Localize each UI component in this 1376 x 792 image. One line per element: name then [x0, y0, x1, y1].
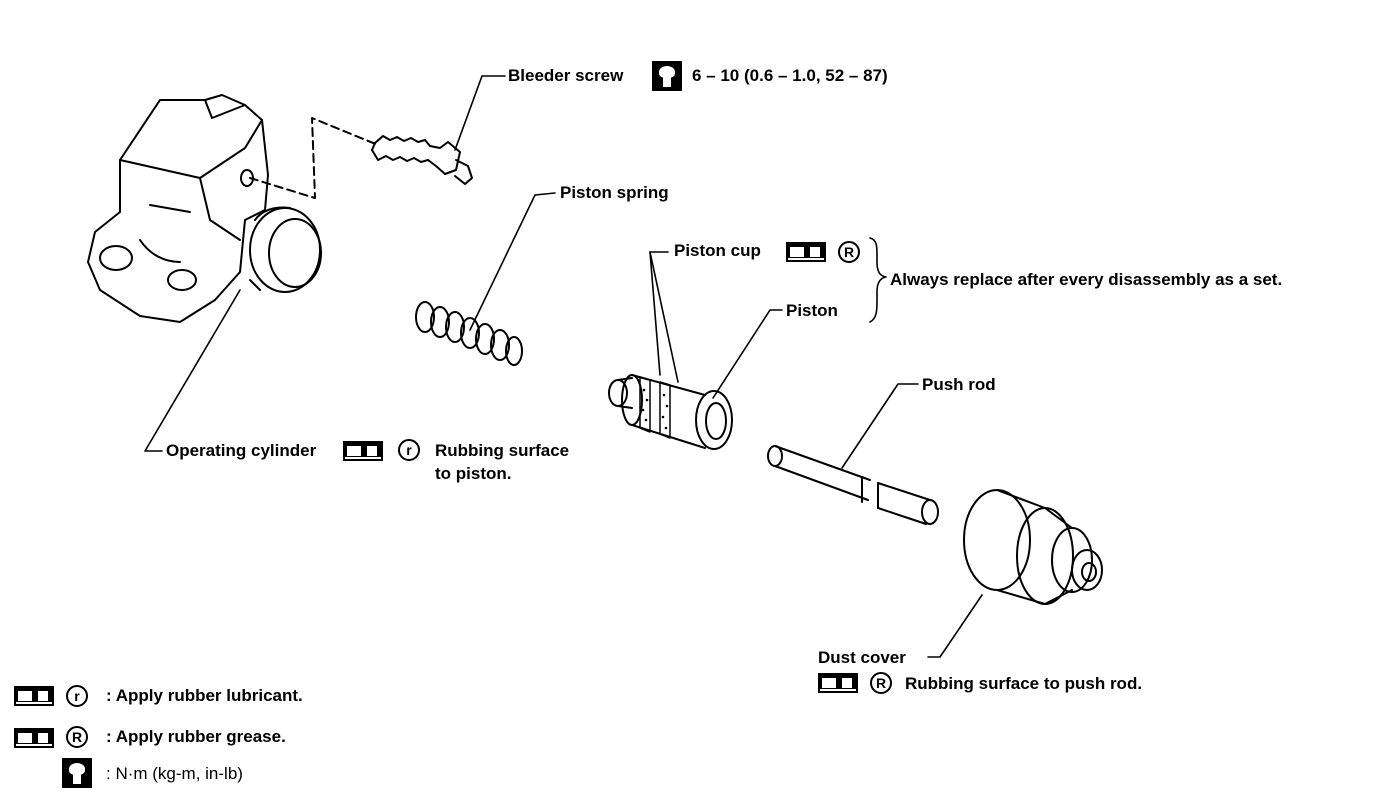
circled-letter-icon: R	[838, 241, 860, 263]
dust-cover-drawing	[963, 489, 1103, 605]
operating-cylinder-drawing	[87, 94, 322, 323]
piston-label: Piston	[786, 301, 838, 320]
lubricant-can-icon	[14, 728, 54, 748]
alignment-dash-line	[249, 117, 379, 199]
rubbing-surface-piston-label: Rubbing surface	[435, 441, 570, 460]
piston-spring-label: Piston spring	[560, 183, 669, 202]
push-rod-drawing	[767, 445, 939, 525]
piston-cup-label: Piston cup	[674, 241, 761, 260]
rubbing-surface-piston-label-cont: to piston.	[435, 464, 512, 483]
always-replace-note: Always replace after every disassembly a…	[890, 270, 1283, 289]
operating-cylinder-label: Operating cylinder	[166, 441, 317, 460]
bleeder-screw-drawing	[371, 135, 473, 185]
dust-cover-label: Dust cover	[818, 648, 906, 667]
lubricant-can-icon	[818, 673, 858, 693]
legend-rubber-grease: : Apply rubber grease.	[106, 727, 286, 746]
legend-torque-unit: : N·m (kg-m, in-lb)	[106, 764, 243, 783]
lubricant-can-icon	[343, 441, 383, 461]
wrench-torque-icon	[62, 758, 92, 788]
circled-letter-icon: r	[398, 439, 420, 461]
piston-spring-drawing	[415, 301, 523, 366]
bleeder-screw-label: Bleeder screw	[508, 66, 624, 85]
leader-lines	[144, 75, 983, 658]
bleeder-torque-value: 6 – 10 (0.6 – 1.0, 52 – 87)	[692, 66, 888, 85]
circled-letter-icon: R	[66, 726, 88, 748]
push-rod-label: Push rod	[922, 375, 996, 394]
circled-letter-icon: r	[66, 685, 88, 707]
lubricant-can-icon	[786, 242, 826, 262]
piston-drawing	[608, 374, 733, 450]
circled-letter-icon: R	[870, 672, 892, 694]
lubricant-can-icon	[14, 686, 54, 706]
wrench-torque-icon	[652, 61, 682, 91]
legend-rubber-lubricant: : Apply rubber lubricant.	[106, 686, 303, 705]
rubbing-surface-push-rod-label: Rubbing surface to push rod.	[905, 674, 1143, 693]
